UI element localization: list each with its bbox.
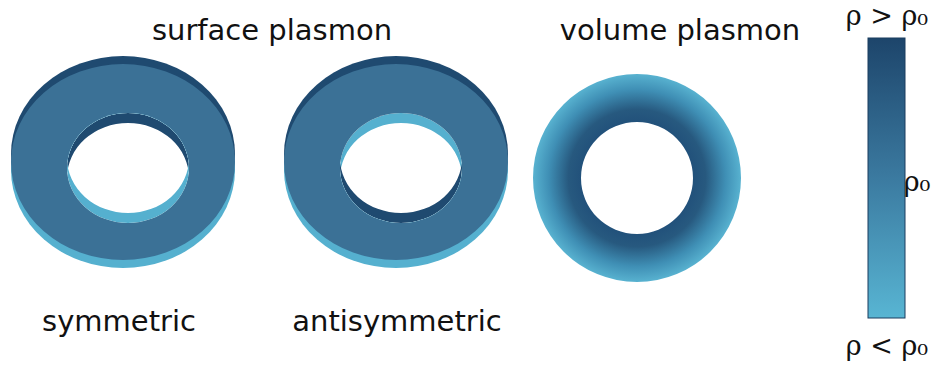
antisymmetric-ring — [284, 56, 508, 268]
colorbar-label: ρ < ρ₀ — [846, 331, 928, 361]
colorbar-label: ρ > ρ₀ — [846, 1, 928, 31]
colorbar — [868, 38, 905, 318]
caption-label: symmetric — [42, 306, 196, 338]
heading: volume plasmon — [560, 15, 800, 47]
heading: surface plasmon — [152, 15, 392, 47]
volume-ring — [533, 74, 741, 282]
caption-label: antisymmetric — [292, 306, 502, 338]
colorbar-label: ρ₀ — [904, 167, 931, 197]
symmetric-ring — [11, 56, 235, 268]
